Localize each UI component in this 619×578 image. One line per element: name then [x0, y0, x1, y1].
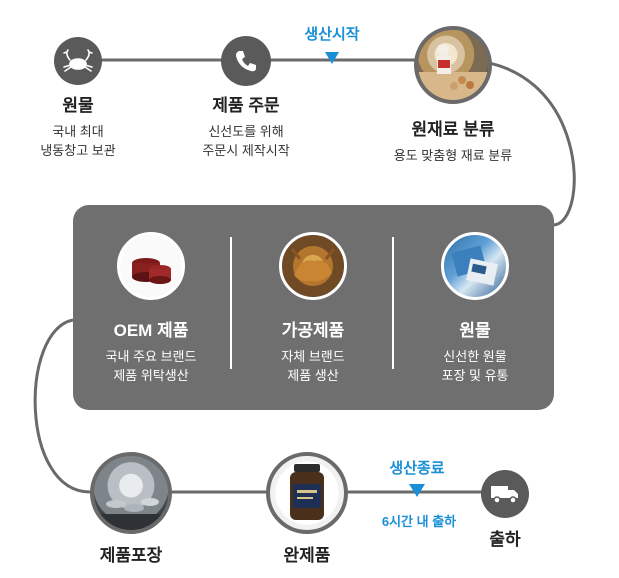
- oem-desc: 국내 주요 브랜드 제품 위탁생산: [105, 349, 197, 383]
- order-step-circle: [221, 36, 271, 86]
- raw-goods-photo: [441, 232, 509, 300]
- sorting-photo: [414, 26, 492, 104]
- raw-goods-desc: 신선한 원물 포장 및 유통: [441, 349, 509, 383]
- product-jar-icon: [290, 464, 324, 520]
- processed-desc: 자체 브랜드 제품 생산: [281, 349, 345, 383]
- production-end-label: 생산종료: [389, 460, 445, 477]
- worker-sorting-photo-icon: [418, 44, 488, 100]
- frozen-package-icon: [451, 245, 498, 286]
- ship-within-note: 6시간 내 출하: [381, 514, 457, 529]
- sorting-step-desc: 용도 맞춤형 재료 분류: [393, 148, 513, 163]
- raw-goods-title: 원물: [459, 321, 491, 340]
- start-marker-icon: [325, 52, 339, 64]
- panel-divider: [392, 237, 394, 369]
- order-step-desc: 신선도를 위해 주문시 제작시작: [202, 124, 290, 158]
- packaging-photo: [90, 452, 172, 534]
- processed-title: 가공제품: [281, 321, 345, 340]
- truck-icon: [491, 486, 518, 504]
- sauce-containers-icon: [132, 258, 171, 284]
- shipping-step-title: 출하: [489, 530, 521, 549]
- raw-step-circle: [54, 37, 102, 85]
- product-types-panel: OEM 제품 국내 주요 브랜드 제품 위탁생산 가공제품 자체 브랜드 제품 …: [73, 205, 554, 410]
- sorting-step-title: 원재료 분류: [411, 120, 495, 139]
- processed-product-photo: [279, 232, 347, 300]
- shipping-step-circle: [481, 470, 529, 518]
- finished-step-title: 완제품: [283, 546, 331, 565]
- raw-step-desc: 국내 최대 냉동창고 보관: [40, 124, 116, 158]
- oem-title: OEM 제품: [113, 321, 189, 340]
- order-step-title: 제품 주문: [212, 96, 280, 115]
- end-marker-icon: [409, 484, 425, 497]
- packaging-step-title: 제품포장: [99, 546, 163, 565]
- oem-product-photo: [117, 232, 185, 300]
- packaging-line-photo-icon: [94, 498, 168, 530]
- crab-icon: [63, 49, 93, 72]
- panel-divider: [230, 237, 232, 369]
- seasoned-crab-icon: [290, 248, 336, 282]
- finished-product-photo: [266, 452, 348, 534]
- phone-icon: [236, 51, 256, 72]
- raw-step-title: 원물: [62, 96, 94, 115]
- production-start-label: 생산시작: [304, 26, 360, 43]
